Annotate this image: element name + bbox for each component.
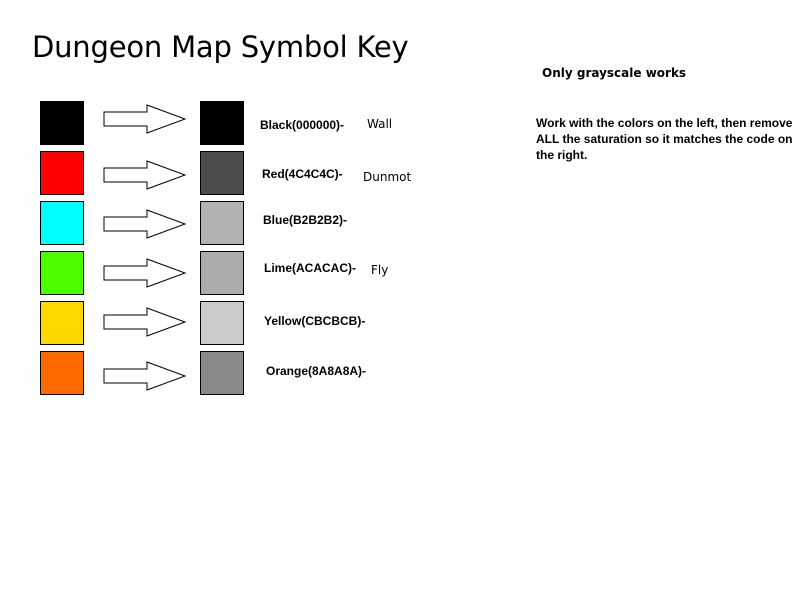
arrow-right-icon <box>103 258 187 288</box>
color-code-label-red: Red(4C4C4C)- <box>262 167 343 181</box>
color-swatch-black <box>40 101 84 145</box>
color-swatch-orange <box>40 351 84 395</box>
gray-swatch-yellow <box>200 301 244 345</box>
color-code-label-orange: Orange(8A8A8A)- <box>266 364 367 378</box>
gray-swatch-blue <box>200 201 244 245</box>
page-title: Dungeon Map Symbol Key <box>32 30 409 64</box>
gray-swatch-black <box>200 101 244 145</box>
symbol-meaning-black: Wall <box>367 117 393 131</box>
color-swatch-yellow <box>40 301 84 345</box>
color-code-label-blue: Blue(B2B2B2)- <box>263 213 348 227</box>
color-code-label-lime: Lime(ACACAC)- <box>264 261 356 275</box>
gray-swatch-red <box>200 151 244 195</box>
arrow-right-icon <box>103 160 187 190</box>
color-code-label-black: Black(000000)- <box>260 118 345 132</box>
gray-swatch-orange <box>200 351 244 395</box>
symbol-meaning-lime: Fly <box>371 263 389 277</box>
arrow-right-icon <box>103 361 187 391</box>
note-heading: Only grayscale works <box>542 66 687 80</box>
arrow-right-icon <box>103 307 187 337</box>
color-code-label-yellow: Yellow(CBCBCB)- <box>264 314 366 328</box>
note-body: Work with the colors on the left, then r… <box>536 116 793 162</box>
gray-swatch-lime <box>200 251 244 295</box>
arrow-right-icon <box>103 209 187 239</box>
color-swatch-red <box>40 151 84 195</box>
symbol-meaning-red: Dunmot <box>363 170 412 184</box>
arrow-right-icon <box>103 104 187 134</box>
color-swatch-lime <box>40 251 84 295</box>
color-swatch-blue <box>40 201 84 245</box>
